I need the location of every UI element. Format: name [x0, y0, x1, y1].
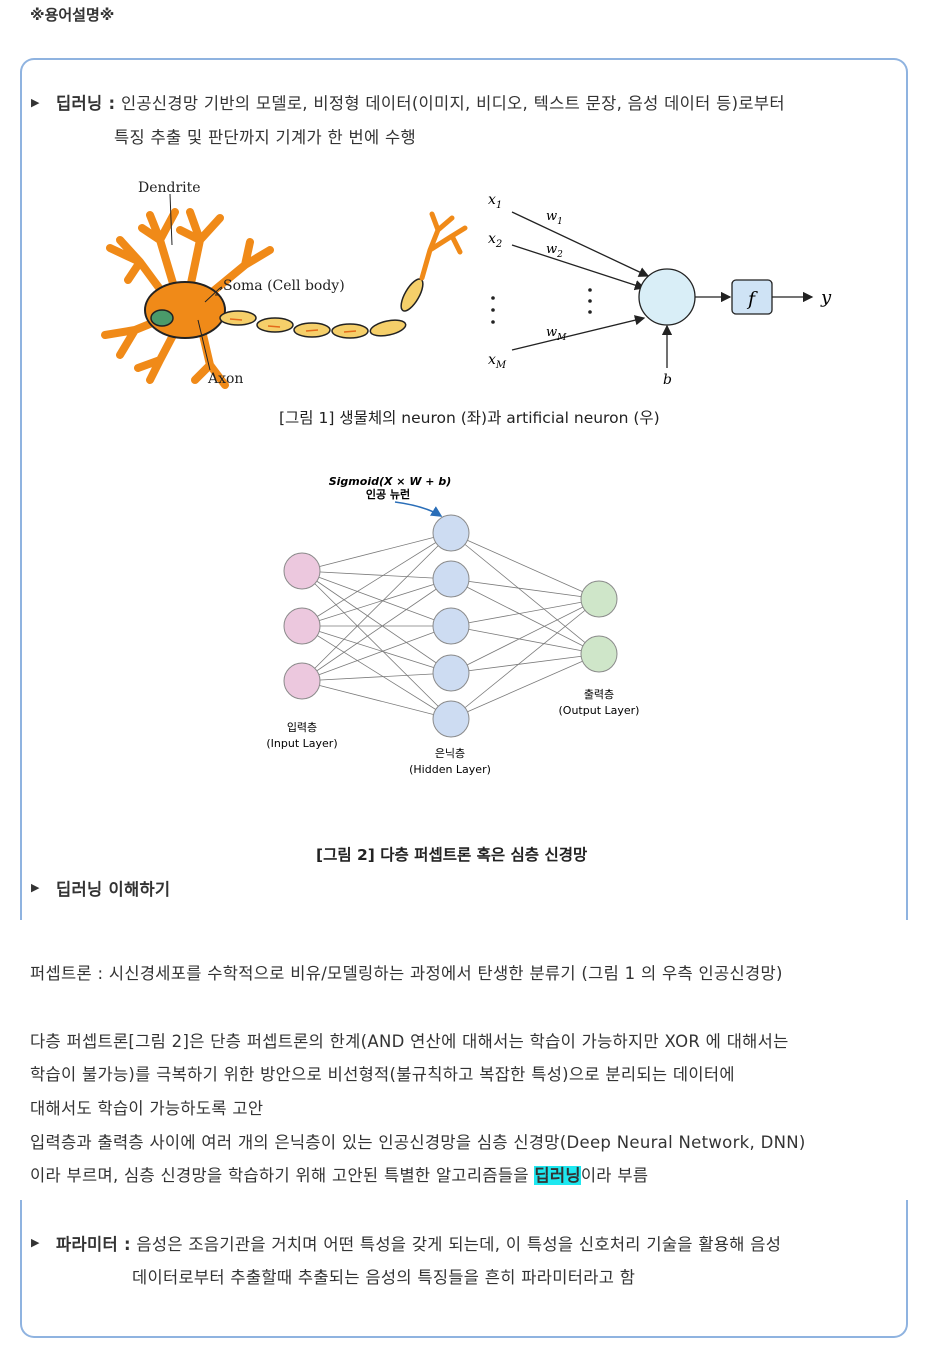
mlp-line5: 이라 부르며, 심층 신경망을 학습하기 위해 고안된 특별한 알고리즘들을 딥… [30, 1166, 649, 1185]
input-layer-en-label: (Input Layer) [266, 737, 337, 750]
deep-learning-definition-line1: 딥러닝 : 인공신경망 기반의 모델로, 비정형 데이터(이미지, 비디오, 텍… [56, 90, 785, 114]
svg-text:wM: wM [546, 325, 567, 343]
network-nodes [283, 514, 618, 738]
network-connections [301, 532, 600, 720]
network-edge [450, 578, 600, 600]
page-title: ※용어설명※ [30, 6, 115, 24]
hidden-layer-label: 은닉층 [435, 747, 465, 760]
output-node [580, 635, 618, 673]
network-edge [301, 570, 452, 627]
network-edge [450, 598, 600, 674]
mlp-line4: 입력층과 출력층 사이에 여러 개의 은닉층이 있는 인공신경망을 심층 신경망… [30, 1133, 806, 1152]
network-edge [450, 653, 600, 674]
x2-label: x [488, 231, 496, 247]
hidden-node [432, 514, 470, 552]
figure1-caption: [그림 1] 생물체의 neuron (좌)과 artificial neuro… [279, 409, 660, 427]
xm-label: x [488, 352, 496, 368]
definition-box-top [20, 58, 908, 920]
network-edge [301, 578, 452, 627]
sigmoid-formula: Sigmoid(X × W + b) [329, 475, 452, 488]
parameter-term: 파라미터 : [56, 1235, 131, 1254]
biological-neuron-drawing: Dendrite Soma (Cell body) Axon [101, 180, 468, 389]
network-edge [450, 532, 600, 600]
bullet-icon: ▶ [31, 1236, 40, 1249]
network-edge [301, 625, 452, 682]
network-edge [450, 532, 600, 655]
input-node [283, 607, 321, 645]
svg-text:xM: xM [488, 352, 507, 371]
network-edge [301, 672, 452, 682]
network-edge [450, 578, 600, 655]
definition-box-bottom [20, 1200, 908, 1338]
deep-learning-text1: 인공신경망 기반의 모델로, 비정형 데이터(이미지, 비디오, 텍스트 문장,… [120, 94, 785, 113]
input-node [283, 662, 321, 700]
output-y-label: y [820, 287, 832, 308]
hidden-node [432, 607, 470, 645]
w2-label: w [546, 242, 557, 257]
figure2-neural-network: Sigmoid(X × W + b) 인공 뉴런 입력층 (Input Laye… [266, 475, 640, 776]
deep-learning-term: 딥러닝 : [56, 94, 116, 113]
wm-label: w [546, 325, 557, 340]
network-edge [301, 570, 452, 720]
output-node [580, 580, 618, 618]
understand-title: 딥러닝 이해하기 [56, 880, 171, 899]
parameter-definition-line1: 파라미터 : 음성은 조음기관을 거치며 어떤 특성을 갖게 되는데, 이 특성… [56, 1235, 782, 1254]
perceptron-definition: 퍼셉트론 : 시신경세포를 수학적으로 비유/모델링하는 과정에서 탄생한 분류… [30, 964, 783, 983]
output-layer-label: 출력층 [584, 688, 614, 701]
parameter-definition-line2: 데이터로부터 추출할때 추출되는 음성의 특징들을 흔히 파라미터라고 함 [132, 1268, 636, 1287]
mlp-line1: 다층 퍼셉트론[그림 2]은 단층 퍼셉트론의 한계(AND 연산에 대해서는 … [30, 1032, 789, 1051]
svg-text:x1: x1 [488, 192, 502, 211]
bias-b-label: b [663, 372, 672, 388]
network-edge [301, 578, 452, 682]
x1-label: x [488, 192, 496, 208]
hidden-layer-en-label: (Hidden Layer) [409, 763, 491, 776]
network-edge [450, 653, 600, 720]
network-edge [450, 598, 600, 627]
mlp-line3: 대해서도 학습이 가능하도록 고안 [30, 1099, 264, 1118]
network-edge [301, 570, 452, 674]
network-edge [301, 532, 452, 627]
deep-learning-definition-line2: 특징 추출 및 판단까지 기계가 한 번에 수행 [114, 128, 416, 147]
axon-label: Axon [207, 371, 243, 387]
soma-label: Soma (Cell body) [223, 278, 345, 294]
network-edge [450, 598, 600, 720]
hidden-node [432, 654, 470, 692]
network-edge [301, 625, 452, 720]
input-node [283, 552, 321, 590]
figure2-caption: [그림 2] 다층 퍼셉트론 혹은 심층 신경망 [316, 846, 588, 864]
network-edge [301, 532, 452, 572]
bullet-icon: ▶ [31, 881, 40, 894]
mlp-line2: 학습이 불가능)를 극복하기 위한 방안으로 비선형적(불규칙하고 복잡한 특성… [30, 1065, 735, 1084]
svg-text:x2: x2 [488, 231, 502, 250]
input-layer-label: 입력층 [287, 721, 317, 734]
network-edge [450, 625, 600, 655]
svg-text:w2: w2 [546, 242, 563, 260]
output-layer-en-label: (Output Layer) [559, 704, 640, 717]
artificial-neuron-label: 인공 뉴런 [366, 487, 410, 501]
activation-f-label: f [746, 288, 758, 310]
network-edge [301, 680, 452, 720]
w1-label: w [546, 209, 557, 224]
network-edge [301, 570, 452, 580]
deep-learning-highlight: 딥러닝 [534, 1166, 581, 1185]
dendrite-label: Dendrite [138, 180, 201, 196]
figure1-illustration: Dendrite Soma (Cell body) Axon f y b x1 … [101, 180, 832, 389]
network-edge [301, 625, 452, 674]
network-edge [301, 532, 452, 682]
arrow-icon [394, 501, 443, 517]
hidden-node [432, 700, 470, 738]
artificial-neuron-drawing: f y b x1 x2 xM w1 w2 wM [488, 192, 832, 388]
hidden-node [432, 560, 470, 598]
svg-text:w1: w1 [546, 209, 563, 227]
bullet-icon: ▶ [31, 96, 40, 109]
